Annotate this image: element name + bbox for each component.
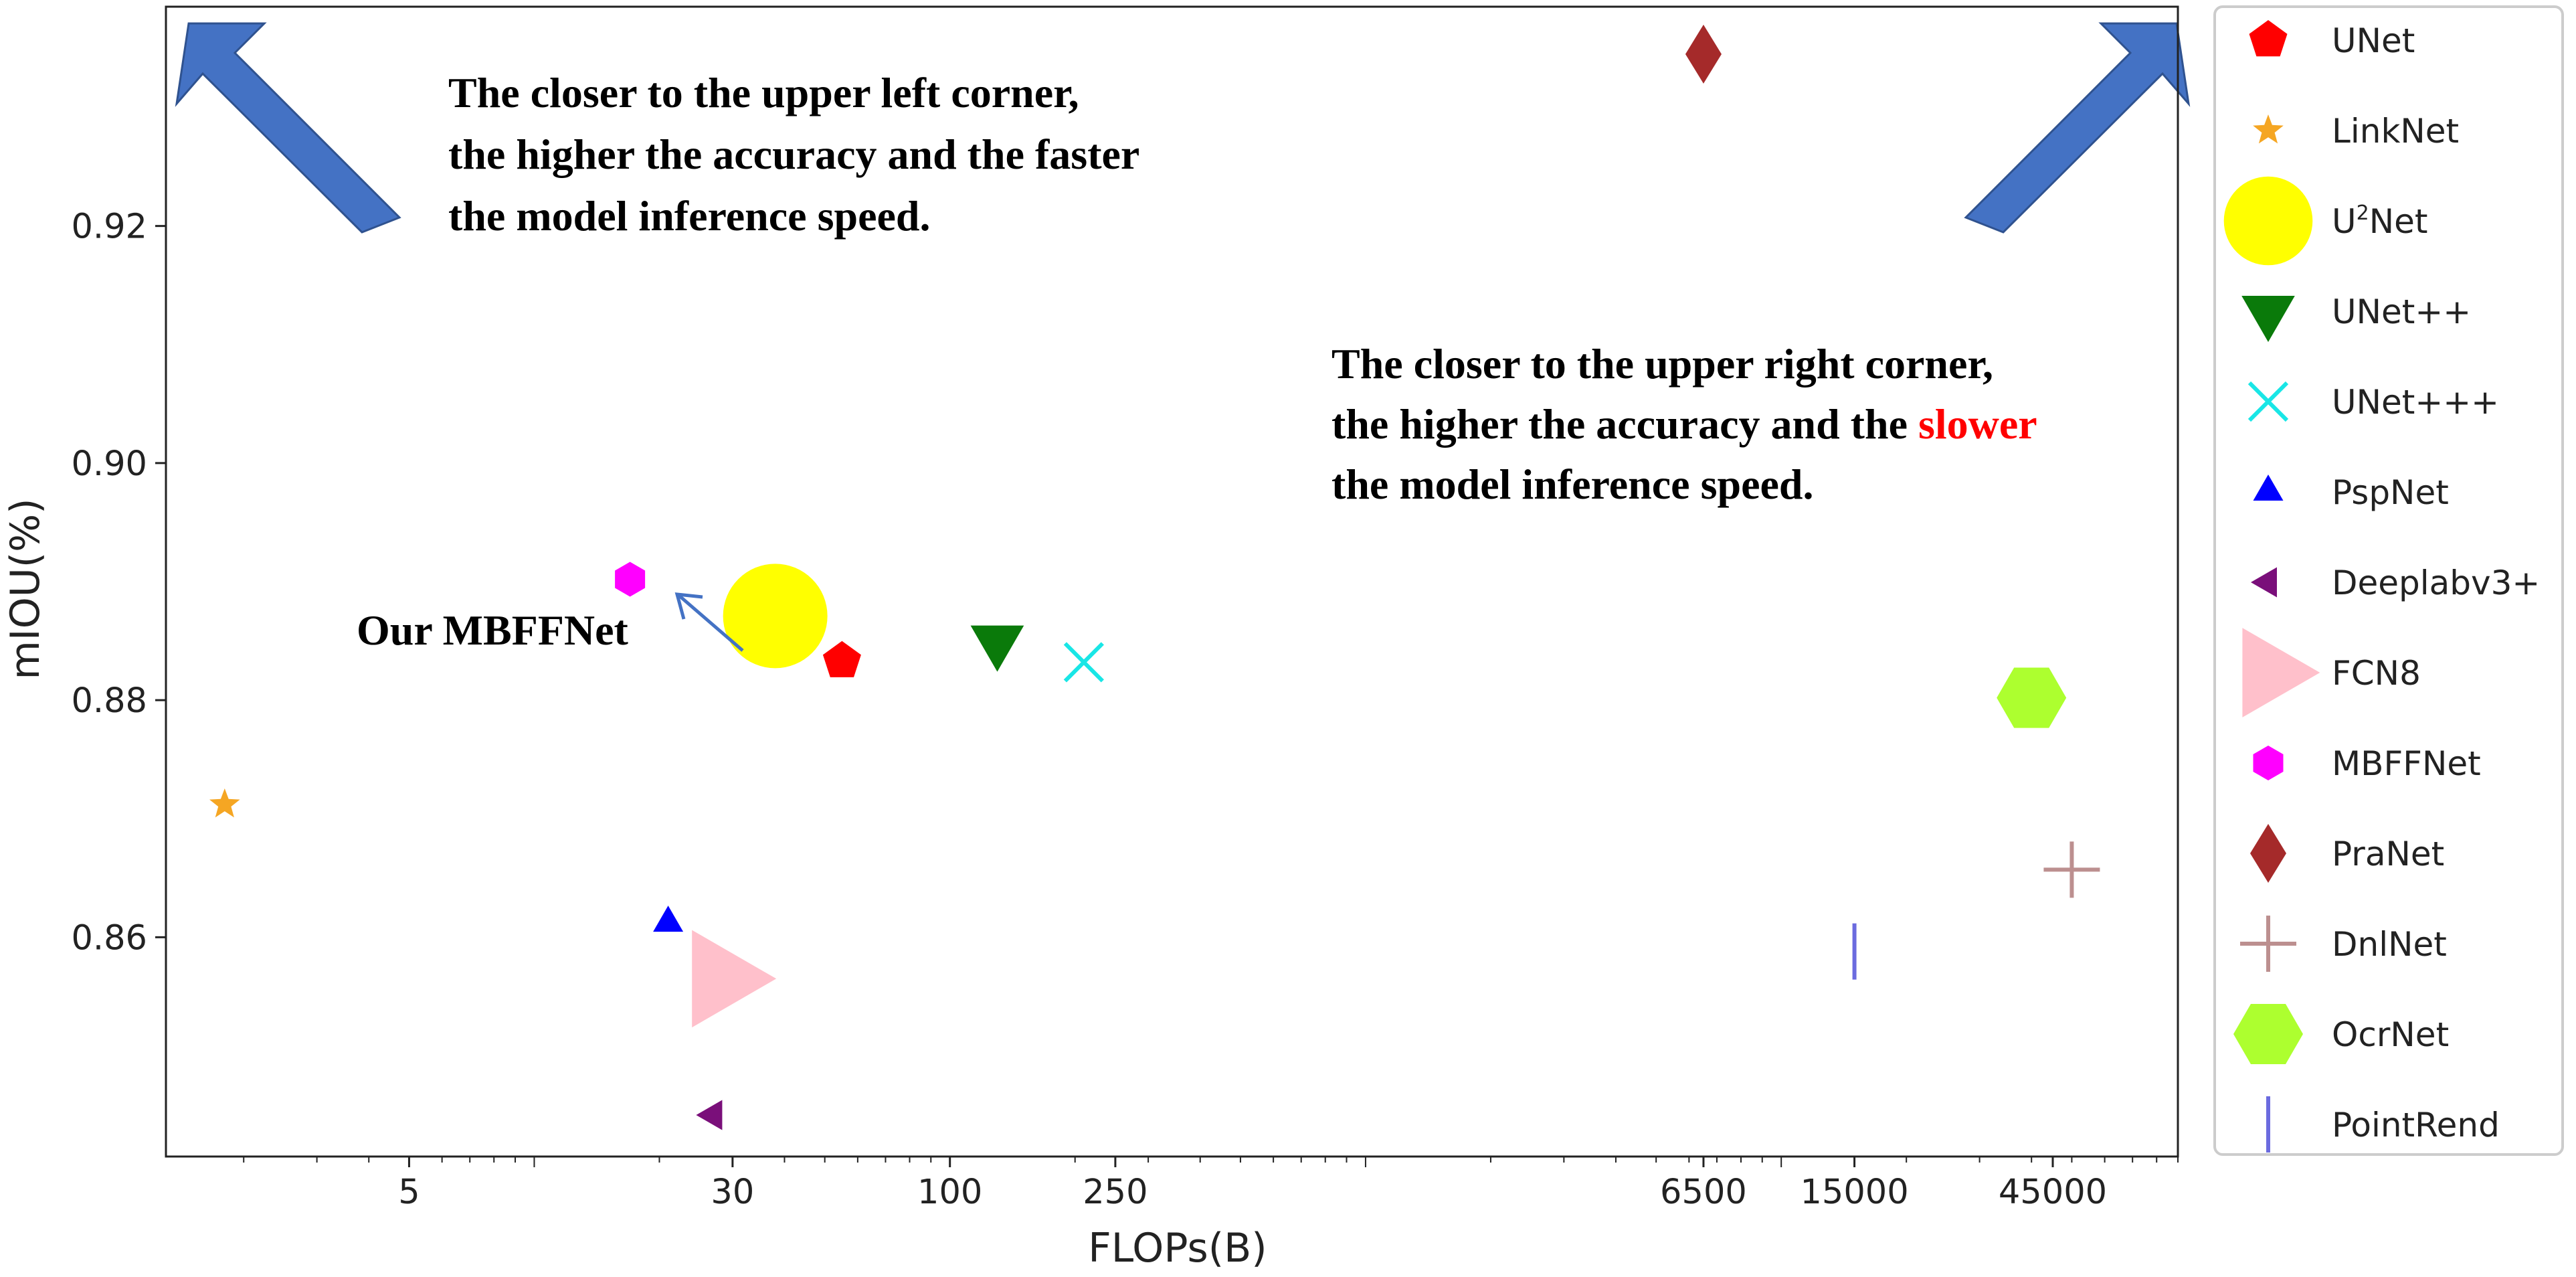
x-tick-label: 45000 (1999, 1173, 2107, 1212)
legend-marker-unetpp (2241, 296, 2295, 342)
x-axis-label: FLOPs(B) (1088, 1225, 1267, 1272)
upper-right-annotation-line-2-text: the higher the accuracy and the (1331, 400, 1918, 448)
y-tick-label: 0.88 (71, 681, 147, 721)
legend-marker-pspnet (2253, 475, 2284, 501)
upper-right-annotation-line-1: The closer to the upper right corner, (1331, 340, 1993, 388)
plot-area (165, 5, 2179, 1158)
y-tick-label: 0.86 (71, 918, 147, 958)
x-tick-label: 30 (711, 1173, 754, 1212)
legend-label-mbffnet: MBFFNet (2332, 744, 2481, 783)
legend-label-unet: UNet (2332, 21, 2415, 60)
axis-ticks: 5 30 100 250 6500 15000 45000 0.86 0.88 0.90 0.92 (71, 207, 2179, 1212)
point-pspnet (653, 906, 684, 932)
legend-marker-unet (2249, 20, 2288, 57)
upper-left-annotation-line-1: The closer to the upper left corner, (448, 69, 1079, 116)
upper-right-annotation-line-3: the model inference speed. (1331, 460, 1813, 508)
y-axis-label: mIOU(%) (2, 498, 49, 679)
legend-marker-pranet (2250, 824, 2286, 883)
x-tick-label: 6500 (1660, 1173, 1747, 1212)
legend-box (2213, 5, 2564, 1156)
point-unetppp (1063, 642, 1105, 683)
point-linknet (209, 788, 240, 818)
x-tick-label: 100 (917, 1173, 982, 1212)
point-deeplabv3p (696, 1100, 723, 1130)
x-tick-label: 250 (1083, 1173, 1147, 1212)
point-fcn8 (692, 930, 777, 1028)
x-tick-label: 5 (398, 1173, 420, 1212)
legend-marker-fcn8 (2242, 628, 2320, 717)
mbffnet-pointer-arrowhead (674, 592, 703, 620)
upper-left-arrow (175, 22, 401, 234)
legend-label-pspnet: PspNet (2332, 473, 2449, 512)
data-markers (209, 24, 2100, 1130)
slower-highlight: slower (1918, 400, 2037, 448)
legend-label-dnlnet: DnlNet (2332, 925, 2447, 964)
point-ocrnet (1997, 667, 2067, 728)
point-u2net (723, 564, 828, 669)
point-unet (822, 641, 861, 677)
y-tick-label: 0.90 (71, 444, 147, 484)
legend-marker-ocrnet (2233, 1004, 2303, 1064)
y-tick-label: 0.92 (71, 207, 147, 247)
our-mbffnet-label: Our MBFFNet (357, 606, 629, 654)
upper-left-annotation-line-2: the higher the accuracy and the faster (448, 131, 1139, 178)
legend-label-pranet: PraNet (2332, 835, 2444, 873)
legend-label-unetppp: UNet+++ (2332, 383, 2499, 422)
legend-label-deeplabv3p: Deeplabv3+ (2332, 564, 2540, 602)
legend-label-pointrend: PointRend (2332, 1106, 2500, 1144)
point-pranet (1685, 24, 1722, 84)
legend-marker-linknet (2253, 114, 2284, 144)
point-dnlnet (2043, 841, 2100, 898)
legend-marker-mbffnet (2253, 746, 2284, 780)
legend-marker-unetppp (2247, 381, 2289, 422)
legend-marker-deeplabv3p (2251, 567, 2277, 598)
legend-marker-dnlnet (2240, 916, 2296, 972)
upper-right-arrow (1964, 22, 2191, 234)
point-unetpp (970, 625, 1024, 672)
legend-label-fcn8: FCN8 (2332, 654, 2421, 693)
legend-label-ocrnet: OcrNet (2332, 1015, 2449, 1054)
mbffnet-pointer-arrow (678, 594, 744, 652)
legend-label-linknet: LinkNet (2332, 112, 2459, 151)
x-tick-label: 15000 (1800, 1173, 1908, 1212)
legend-label-unetpp: UNet++ (2332, 292, 2471, 331)
legend-marker-u2net (2223, 176, 2313, 266)
upper-right-annotation-line-2: the higher the accuracy and the slower (1331, 400, 2037, 448)
legend-label-u2net: U2Net (2332, 201, 2427, 241)
point-mbffnet (615, 562, 646, 597)
upper-left-annotation-line-3: the model inference speed. (448, 192, 930, 240)
